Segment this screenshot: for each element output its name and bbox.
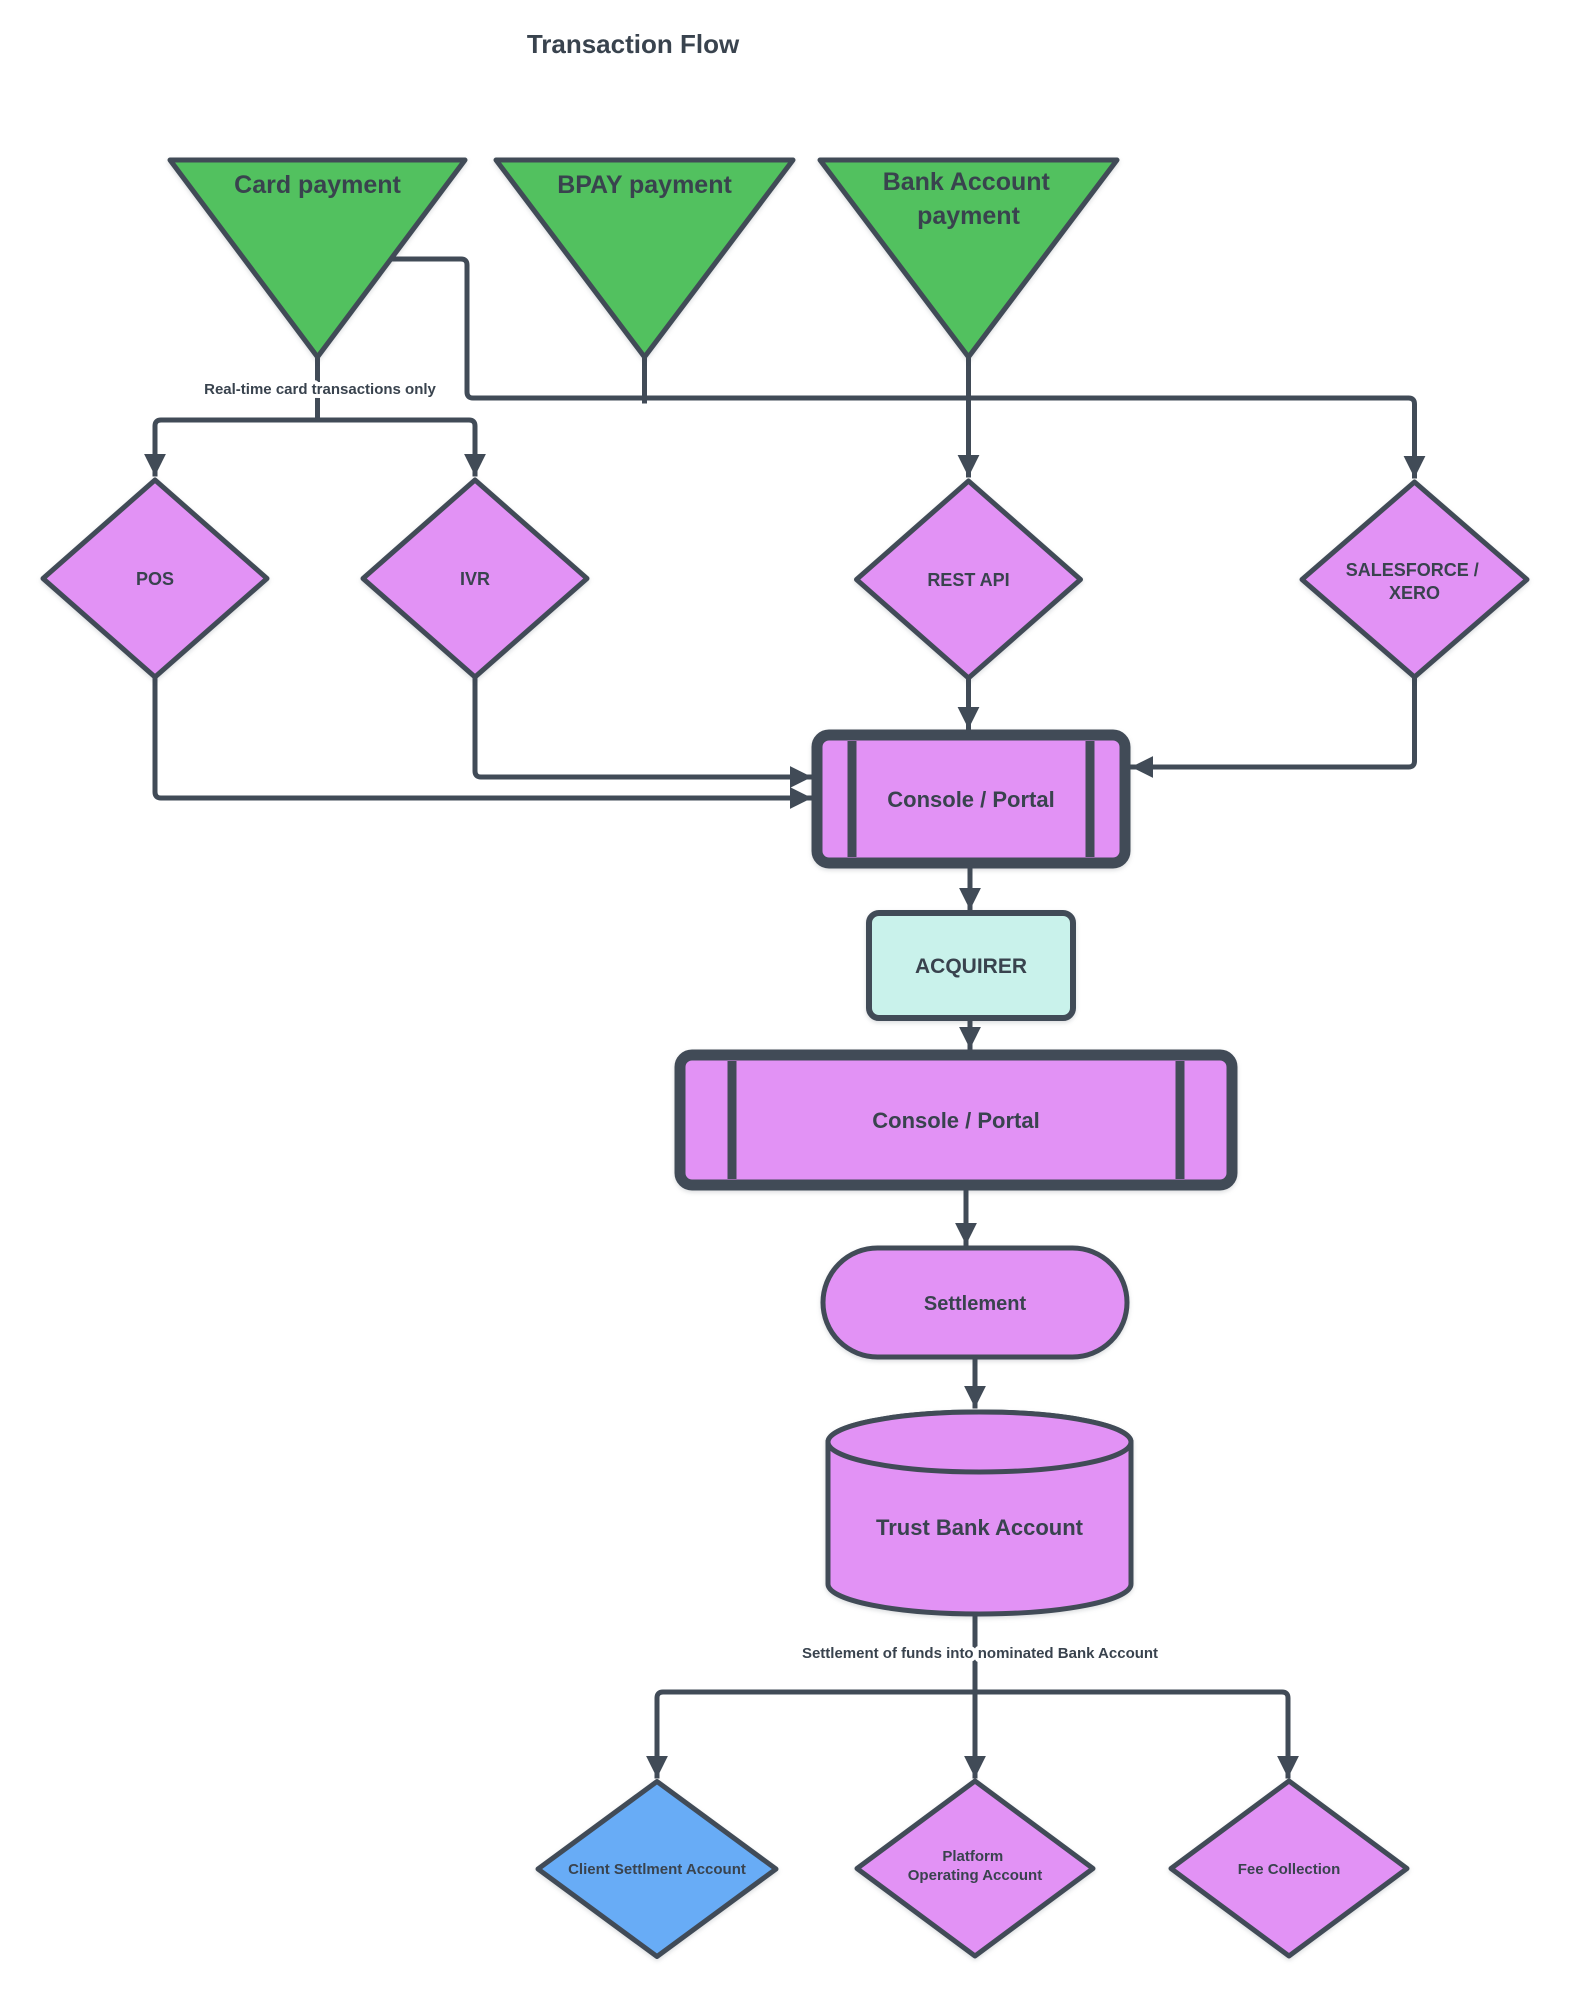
labels: Card payment BPAY payment Bank Account p… [136, 168, 1483, 1884]
salesforce-xero-label: SALESFORCE / XERO [1346, 560, 1483, 603]
client-settlement-account-label: Client Settlment Account [568, 1861, 746, 1878]
platform-operating-account-diamond [854, 1778, 1096, 1959]
realtime-note: Real-time card transactions only [204, 381, 436, 398]
settlement-note: Settlement of funds into nominated Bank … [802, 1645, 1158, 1662]
console-portal-1-box [811, 729, 1131, 869]
ivr-diamond [360, 477, 590, 680]
settlement-label: Settlement [924, 1293, 1027, 1315]
connector-split-to-fee [972, 1689, 1300, 1779]
connector-split-to-ivr [315, 417, 487, 477]
connector-salesforce-to-console1 [1130, 674, 1417, 779]
connectors [143, 256, 1426, 1779]
client-settlement-account-diamond [535, 1779, 779, 1959]
ivr-label: IVR [460, 569, 490, 589]
bpay-payment-label: BPAY payment [557, 171, 732, 199]
pos-diamond [40, 477, 270, 680]
fee-collection-label: Fee Collection [1238, 1861, 1341, 1878]
pos-label: POS [136, 569, 174, 589]
connector-card-to-salesforce [390, 256, 1426, 479]
shapes [40, 157, 1530, 1959]
connector-pos-to-console1 [152, 674, 813, 810]
card-payment-triangle [167, 157, 468, 360]
acquirer-label: ACQUIRER [915, 955, 1027, 978]
connector-split-to-pos [143, 417, 320, 477]
settlement-stadium [820, 1245, 1130, 1360]
trust-bank-cylinder-top [825, 1409, 1134, 1475]
console-portal-2-label: Console / Portal [872, 1108, 1039, 1133]
rest-api-diamond [854, 478, 1083, 681]
trust-bank-account-label: Trust Bank Account [876, 1515, 1084, 1540]
card-payment-label: Card payment [234, 171, 401, 199]
platform-operating-account-label: Platform Operating Account [908, 1848, 1042, 1884]
fee-collection-diamond [1168, 1778, 1410, 1959]
connector-split-to-client [645, 1689, 978, 1779]
bank-account-payment-triangle [817, 157, 1120, 360]
connector-ivr-to-console1 [472, 674, 813, 789]
acquirer-box [866, 910, 1076, 1021]
bank-account-payment-label: Bank Account payment [883, 168, 1055, 230]
console-portal-1-label: Console / Portal [887, 787, 1054, 812]
salesforce-xero-diamond [1299, 479, 1530, 680]
console-portal-2-box [674, 1049, 1238, 1191]
rest-api-label: REST API [927, 570, 1009, 590]
bpay-payment-triangle [493, 157, 796, 360]
page-title: Transaction Flow [527, 29, 740, 59]
